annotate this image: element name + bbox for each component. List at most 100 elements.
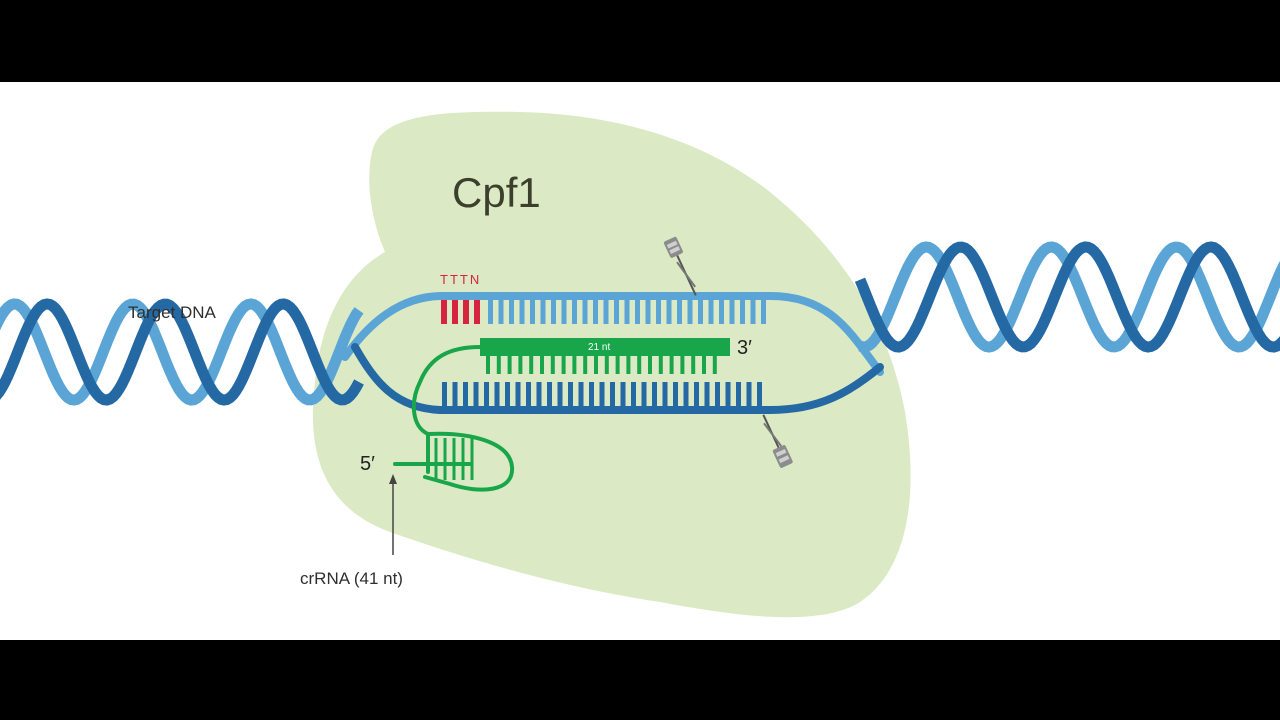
rna-base xyxy=(550,356,555,374)
top-base xyxy=(666,300,672,324)
cut-site-top-icon xyxy=(663,236,697,296)
target-dna-bottom-strand xyxy=(351,343,884,414)
top-base xyxy=(561,300,567,324)
top-base xyxy=(593,300,598,324)
bottom-base xyxy=(704,382,710,408)
top-base xyxy=(698,300,703,324)
top-base xyxy=(603,300,609,324)
rna-base xyxy=(572,356,577,374)
rna-base xyxy=(691,356,696,374)
rna-base xyxy=(626,356,631,374)
bottom-base xyxy=(473,382,479,408)
rna-base xyxy=(496,356,501,374)
bottom-base xyxy=(526,382,531,408)
top-base xyxy=(614,300,619,324)
rna-base xyxy=(702,356,706,374)
bottom-base xyxy=(599,382,605,408)
letterbox-bottom xyxy=(0,640,1280,720)
bottom-base xyxy=(746,382,752,408)
protein-label: Cpf1 xyxy=(452,169,541,216)
rna-base xyxy=(648,356,652,374)
top-base xyxy=(729,300,735,324)
right-helix-strand-light xyxy=(858,241,1280,353)
top-strand-bases xyxy=(488,300,766,324)
pam-base xyxy=(474,300,480,324)
letterbox-top xyxy=(0,0,1280,82)
rna-base xyxy=(486,356,490,374)
top-base xyxy=(677,300,682,324)
rna-base xyxy=(658,356,663,374)
target-dna-label: Target DNA xyxy=(128,303,217,322)
bottom-base xyxy=(673,382,678,408)
bottom-base xyxy=(494,382,500,408)
cut-site-bottom-icon xyxy=(762,414,793,468)
rna-base xyxy=(518,356,523,374)
top-base xyxy=(761,300,766,324)
target-dna-helix-right xyxy=(854,241,1280,353)
crrna-hairpin-bases xyxy=(434,438,474,480)
bottom-base xyxy=(547,382,552,408)
rna-base xyxy=(529,356,534,374)
diagram-canvas: Cpf1 Target DNA TTTN 21 nt 3′ 5′ crRNA (… xyxy=(0,82,1280,640)
rna-base xyxy=(540,356,544,374)
top-base xyxy=(572,300,577,324)
top-base xyxy=(687,300,693,324)
bottom-base xyxy=(610,382,615,408)
bottom-base xyxy=(620,382,626,408)
bottom-base xyxy=(578,382,584,408)
top-base xyxy=(635,300,640,324)
top-base xyxy=(498,300,504,324)
bottom-base xyxy=(568,382,573,408)
rna-base xyxy=(637,356,642,374)
top-base xyxy=(656,300,661,324)
top-base xyxy=(582,300,588,324)
bottom-base xyxy=(463,382,468,408)
pam-base xyxy=(452,300,458,324)
left-helix-strand-light xyxy=(0,298,364,406)
right-helix-strand-dark xyxy=(854,241,1280,353)
spacer-length-label: 21 nt xyxy=(588,342,610,353)
bottom-base xyxy=(662,382,668,408)
bottom-base xyxy=(757,382,762,408)
top-base xyxy=(740,300,745,324)
bottom-base xyxy=(715,382,720,408)
bottom-base xyxy=(536,382,542,408)
pam-base xyxy=(463,300,469,324)
three-prime-label: 3′ xyxy=(737,337,752,359)
bottom-base xyxy=(452,382,458,408)
top-base xyxy=(551,300,556,324)
rna-base xyxy=(669,356,674,374)
top-base xyxy=(645,300,651,324)
top-base xyxy=(488,300,493,324)
cpf1-protein-blob xyxy=(312,111,911,618)
top-base xyxy=(530,300,535,324)
rna-base xyxy=(712,356,717,374)
top-base xyxy=(540,300,546,324)
bottom-base xyxy=(736,382,741,408)
bottom-base xyxy=(484,382,489,408)
bottom-base xyxy=(725,382,731,408)
five-prime-label: 5′ xyxy=(360,453,375,475)
bottom-base xyxy=(442,382,447,408)
top-base xyxy=(750,300,756,324)
top-base xyxy=(624,300,630,324)
bottom-base xyxy=(683,382,689,408)
rna-base xyxy=(680,356,685,374)
bottom-base xyxy=(515,382,521,408)
bottom-base xyxy=(641,382,647,408)
pam-label: TTTN xyxy=(440,272,481,287)
crrna-spacer-bases xyxy=(486,356,717,374)
top-base xyxy=(509,300,514,324)
target-dna-helix-left xyxy=(0,298,364,406)
bottom-base xyxy=(589,382,594,408)
top-base xyxy=(708,300,714,324)
crrna-hairpin xyxy=(393,431,515,492)
top-base xyxy=(519,300,525,324)
target-dna-top-strand xyxy=(341,292,884,376)
bottom-base xyxy=(652,382,657,408)
crrna-spacer-bar xyxy=(480,338,730,356)
top-base xyxy=(719,300,724,324)
rna-base xyxy=(583,356,588,374)
bottom-base xyxy=(694,382,699,408)
